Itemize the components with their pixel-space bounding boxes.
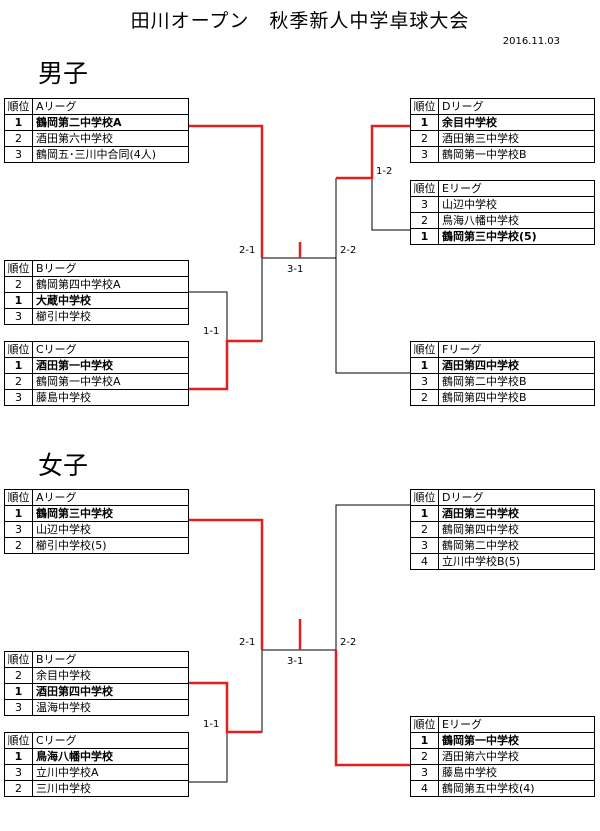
girls-score-final: 3-1 <box>287 656 304 667</box>
league-name: Eリーグ <box>438 716 595 733</box>
rank: 1 <box>410 505 439 522</box>
league-name: Aリーグ <box>32 98 189 115</box>
rank: 1 <box>4 505 33 522</box>
rank: 3 <box>410 537 439 554</box>
team-name: 立川中学校A <box>32 764 189 781</box>
team-name: 鶴岡第五中学校(4) <box>438 780 595 797</box>
rank: 3 <box>4 521 33 538</box>
team-name: 酒田第六中学校 <box>32 130 189 147</box>
rank: 1 <box>410 732 439 749</box>
event-date: 2016.11.03 <box>502 36 560 47</box>
rank: 3 <box>4 764 33 781</box>
girls-score-bc: 1-1 <box>203 719 220 730</box>
team-name: 鶴岡第二中学校A <box>32 114 189 131</box>
team-name: 温海中学校 <box>32 699 189 716</box>
team-name: 三川中学校 <box>32 780 189 797</box>
rank: 2 <box>410 748 439 765</box>
team-name: 酒田第三中学校 <box>438 505 595 522</box>
league-name: Bリーグ <box>32 651 189 668</box>
girls-score-left: 2-1 <box>239 637 256 648</box>
rank-header: 順位 <box>410 716 439 733</box>
rank-header: 順位 <box>410 489 439 506</box>
rank: 3 <box>4 699 33 716</box>
rank: 2 <box>410 521 439 538</box>
team-name: 鶴岡第三中学校 <box>32 505 189 522</box>
boys-section-title: 男子 <box>38 59 89 88</box>
page-title: 田川オープン 秋季新人中学卓球大会 <box>130 10 470 32</box>
boys-score-final: 3-1 <box>287 264 304 275</box>
team-name: 藤島中学校 <box>438 764 595 781</box>
team-name: 鶴岡第四中学校B <box>438 389 595 406</box>
team-name: 立川中学校B(5) <box>438 553 595 570</box>
team-name: 鳥海八幡中学校 <box>32 748 189 765</box>
boys-score-right: 2-2 <box>340 245 357 256</box>
boys-score-bc: 1-1 <box>203 326 220 337</box>
rank: 2 <box>4 537 33 554</box>
league-name: Eリーグ <box>438 180 595 197</box>
team-name: 酒田第三中学校 <box>438 130 595 147</box>
rank: 1 <box>4 748 33 765</box>
team-name: 鶴岡第三中学校(5) <box>438 228 595 245</box>
team-name: 鶴岡第四中学校A <box>32 276 189 293</box>
team-name: 山辺中学校 <box>32 521 189 538</box>
rank-header: 順位 <box>4 651 33 668</box>
team-name: 鶴岡五･三川中合同(4人) <box>32 146 189 163</box>
rank-header: 順位 <box>4 489 33 506</box>
rank: 1 <box>4 683 33 700</box>
team-name: 藤島中学校 <box>32 389 189 406</box>
rank: 3 <box>4 308 33 325</box>
rank-header: 順位 <box>4 732 33 749</box>
girls-section-title: 女子 <box>38 451 89 480</box>
rank: 3 <box>410 146 439 163</box>
league-name: Aリーグ <box>32 489 189 506</box>
girls-score-right: 2-2 <box>340 637 357 648</box>
league-name: Cリーグ <box>32 732 189 749</box>
rank: 2 <box>4 780 33 797</box>
league-name: Bリーグ <box>32 260 189 277</box>
team-name: 鶴岡第四中学校 <box>438 521 595 538</box>
team-name: 鶴岡第一中学校B <box>438 146 595 163</box>
league-name: Dリーグ <box>438 489 595 506</box>
rank: 3 <box>410 764 439 781</box>
rank: 4 <box>410 553 439 570</box>
team-name: 余目中学校 <box>32 667 189 684</box>
rank: 4 <box>410 780 439 797</box>
team-name: 櫛引中学校 <box>32 308 189 325</box>
team-name: 酒田第六中学校 <box>438 748 595 765</box>
league-name: Dリーグ <box>438 98 595 115</box>
team-name: 櫛引中学校(5) <box>32 537 189 554</box>
rank: 3 <box>4 146 33 163</box>
team-name: 鶴岡第一中学校 <box>438 732 595 749</box>
team-name: 酒田第四中学校 <box>32 683 189 700</box>
boys-score-left: 2-1 <box>239 245 256 256</box>
team-name: 鶴岡第二中学校 <box>438 537 595 554</box>
boys-score-de: 1-2 <box>376 166 393 177</box>
rank: 2 <box>4 667 33 684</box>
